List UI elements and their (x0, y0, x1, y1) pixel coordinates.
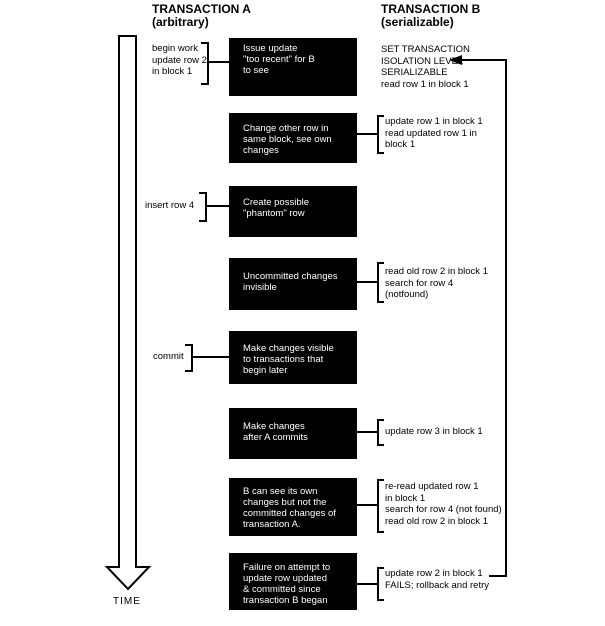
event-box-1-text: Issue update "too recent" for B to see (243, 43, 315, 76)
left-bracket-1 (201, 42, 209, 85)
time-down-arrow-icon (104, 35, 152, 591)
right-bracket-3 (377, 262, 384, 303)
right-note-update-row2-fails: update row 2 in block 1 FAILS; rollback … (385, 568, 490, 591)
retry-loop-line-bottom (489, 575, 507, 577)
connector-left-1 (209, 61, 229, 63)
connector-right-3 (357, 281, 377, 283)
right-note-reread-row1: re-read updated row 1 in block 1 search … (385, 481, 502, 527)
transaction-a-title: TRANSACTION A (152, 2, 251, 16)
right-bracket-6 (377, 567, 384, 601)
right-note-set-transaction: SET TRANSACTION ISOLATION LEVEL SERIALIZ… (381, 44, 470, 90)
event-box-4: Uncommitted changes invisible (229, 258, 357, 310)
right-note-update-row3: update row 3 in block 1 (385, 426, 483, 437)
connector-left-3 (193, 356, 229, 358)
event-box-8: Failure on attempt to update row updated… (229, 553, 357, 610)
connector-right-4 (357, 431, 377, 433)
retry-loop-line-top (461, 59, 507, 61)
event-box-4-text: Uncommitted changes invisible (243, 271, 338, 293)
left-note-commit: commit (153, 351, 184, 362)
transaction-b-title: TRANSACTION B (381, 2, 481, 16)
event-box-8-text: Failure on attempt to update row updated… (243, 562, 331, 606)
event-box-7: B can see its own changes but not the co… (229, 478, 357, 536)
left-note-begin-work: begin work update row 2 in block 1 (152, 43, 207, 77)
transaction-a-header: TRANSACTION A (arbitrary) (152, 3, 251, 29)
event-box-3-text: Create possible "phantom" row (243, 197, 310, 219)
connector-right-2 (357, 133, 377, 135)
event-box-6: Make changes after A commits (229, 408, 357, 459)
event-box-6-text: Make changes after A commits (243, 421, 308, 443)
left-note-insert-row: insert row 4 (145, 200, 195, 211)
right-bracket-5 (377, 479, 384, 533)
right-note-read-old-row2: read old row 2 in block 1 search for row… (385, 266, 488, 300)
left-bracket-3 (185, 344, 193, 372)
time-label: TIME (113, 596, 141, 607)
left-bracket-2 (199, 192, 207, 222)
right-note-update-row1: update row 1 in block 1 read updated row… (385, 116, 483, 150)
event-box-3: Create possible "phantom" row (229, 186, 357, 237)
right-bracket-4 (377, 419, 384, 446)
retry-arrow-head-icon (449, 55, 462, 65)
connector-left-2 (207, 205, 229, 207)
retry-loop-line-right (505, 59, 507, 577)
event-box-5-text: Make changes visible to transactions tha… (243, 343, 334, 376)
event-box-7-text: B can see its own changes but not the co… (243, 486, 336, 530)
connector-right-5 (357, 504, 377, 506)
event-box-5: Make changes visible to transactions tha… (229, 331, 357, 384)
transaction-b-header: TRANSACTION B (serializable) (381, 3, 480, 29)
event-box-1: Issue update "too recent" for B to see (229, 38, 357, 96)
event-box-2: Change other row in same block, see own … (229, 113, 357, 163)
right-bracket-2 (377, 115, 384, 154)
event-box-2-text: Change other row in same block, see own … (243, 123, 332, 156)
transaction-a-subtitle: (arbitrary) (152, 15, 209, 29)
connector-right-6 (357, 583, 377, 585)
transaction-b-subtitle: (serializable) (381, 15, 454, 29)
